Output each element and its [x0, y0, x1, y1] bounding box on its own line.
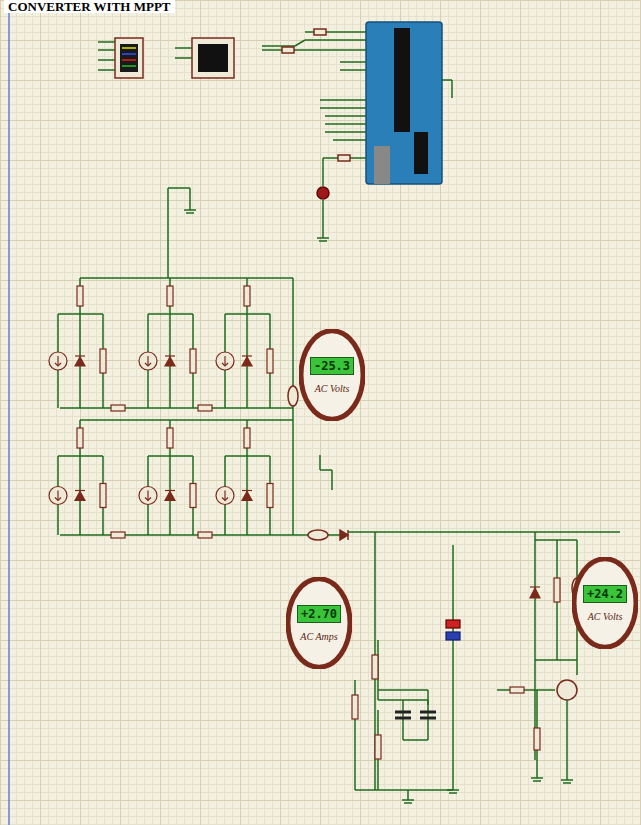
meter-node: +24.2 AC Volts	[572, 557, 638, 649]
meter-reading: +2.70	[297, 605, 341, 623]
meter-unit: AC Amps	[300, 631, 337, 642]
meter-node: -25.3 AC Volts	[299, 329, 365, 421]
diagram-title: CONVERTER WITH MPPT	[4, 0, 175, 13]
meter-reading: -25.3	[310, 357, 354, 375]
meter-unit: AC Volts	[315, 383, 350, 394]
meter-outline	[299, 329, 365, 421]
meter-reading: +24.2	[583, 585, 627, 603]
meter-outline	[286, 577, 352, 669]
meter-node: +2.70 AC Amps	[286, 577, 352, 669]
meter-outline	[572, 557, 638, 649]
meter-unit: AC Volts	[588, 611, 623, 622]
